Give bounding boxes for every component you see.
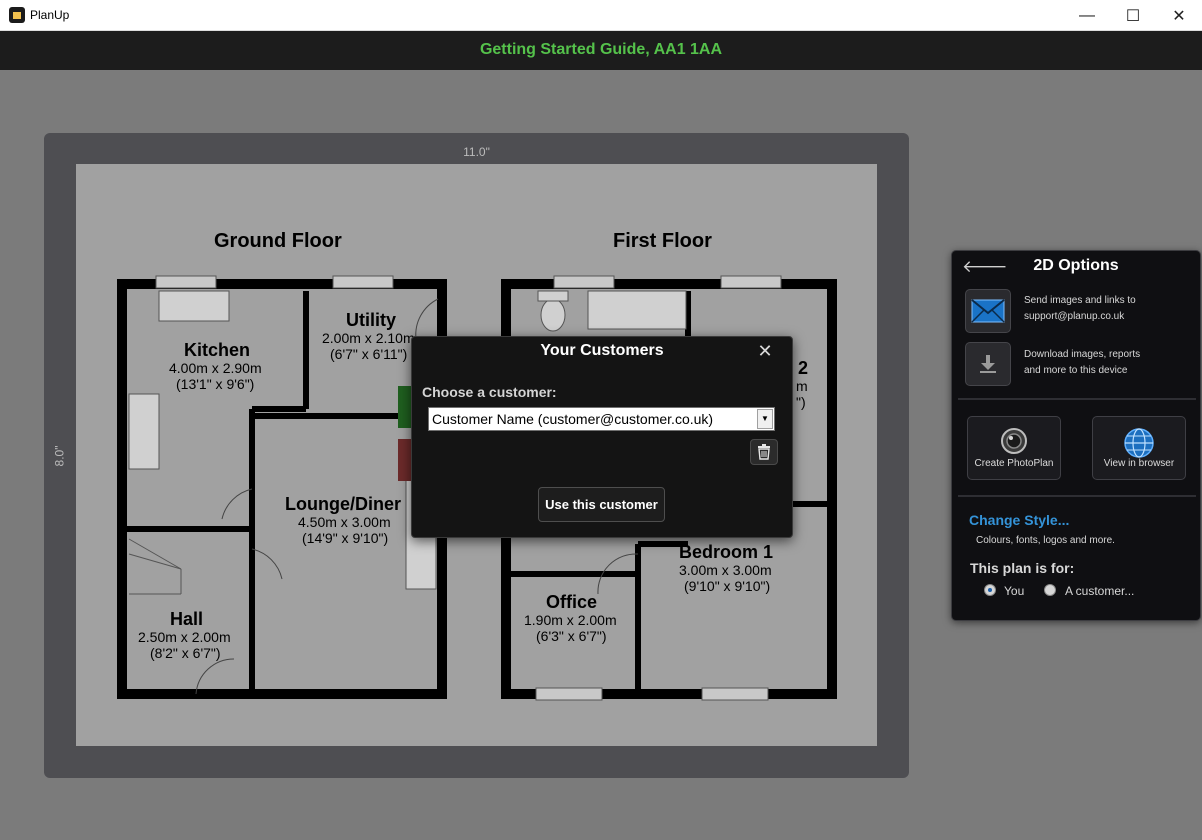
envelope-icon [971, 299, 1005, 323]
choose-customer-label: Choose a customer: [422, 384, 557, 400]
room-kitchen-imperial: (13'1" x 9'6") [176, 376, 255, 392]
window-title: PlanUp [30, 8, 70, 22]
room-office-imperial: (6'3" x 6'7") [536, 628, 607, 644]
change-style-link[interactable]: Change Style... [969, 512, 1070, 528]
close-window-button[interactable]: ✕ [1172, 7, 1186, 25]
room-utility-name: Utility [346, 310, 397, 330]
room-bedroom1-metric: 3.00m x 3.00m [679, 562, 772, 578]
customers-dialog: Your Customers ✕ Choose a customer: Cust… [411, 336, 793, 538]
room-bedroom2-metric: m [796, 378, 808, 394]
panel-title: 2D Options [1033, 257, 1119, 274]
minimize-button[interactable]: — [1079, 6, 1095, 24]
room-hall-imperial: (8'2" x 6'7") [150, 645, 221, 661]
download-button[interactable] [965, 342, 1011, 386]
download-text: Download images, reports and more to thi… [1024, 349, 1141, 376]
change-style-description: Colours, fonts, logos and more. [976, 535, 1115, 546]
room-utility-imperial: (6'7" x 6'11") [330, 346, 408, 362]
room-bedroom1-imperial: (9'10" x 9'10") [684, 578, 771, 594]
create-photoplan-label: Create PhotoPlan [974, 458, 1054, 469]
room-kitchen-metric: 4.00m x 2.90m [169, 360, 262, 376]
download-icon [980, 355, 996, 373]
use-this-customer-button[interactable]: Use this customer [538, 487, 665, 522]
room-bedroom2-imperial: ") [796, 394, 806, 410]
window-titlebar: PlanUp — ☐ ✕ [0, 0, 1202, 31]
room-bedroom1-name: Bedroom 1 [679, 542, 774, 562]
delete-customer-button[interactable] [750, 439, 778, 465]
room-hall-name: Hall [170, 609, 204, 629]
back-arrow-icon[interactable]: 🡐 [962, 257, 1008, 276]
options-panel: 🡐 2D Options Send images and links to su… [951, 250, 1201, 621]
room-office-metric: 1.90m x 2.00m [524, 612, 617, 628]
room-hall-metric: 2.50m x 2.00m [138, 629, 231, 645]
app-logo-icon [9, 7, 25, 23]
divider [958, 398, 1196, 400]
create-photoplan-button[interactable]: Create PhotoPlan [967, 416, 1061, 480]
maximize-button[interactable]: ☐ [1125, 7, 1141, 25]
dialog-title: Your Customers [540, 342, 664, 359]
view-in-browser-label: View in browser [1103, 458, 1175, 469]
trash-icon [758, 444, 770, 460]
radio-customer-label[interactable]: A customer... [1065, 584, 1135, 598]
radio-customer[interactable] [1044, 584, 1056, 596]
page-width-label: 11.0" [463, 145, 490, 159]
camera-lens-icon [1001, 428, 1027, 454]
divider [958, 495, 1196, 497]
radio-you-label[interactable]: You [1004, 584, 1025, 598]
room-lounge-metric: 4.50m x 3.00m [298, 514, 391, 530]
room-kitchen-name: Kitchen [184, 340, 251, 360]
page-height-label: 8.0" [52, 445, 67, 467]
customer-select[interactable]: Customer Name (customer@customer.co.uk) … [428, 407, 775, 431]
radio-you[interactable] [984, 584, 996, 596]
floor-plan-drawing [117, 275, 837, 701]
room-lounge-name: Lounge/Diner [285, 494, 401, 514]
plan-for-label: This plan is for: [970, 560, 1075, 576]
app-header: Getting Started Guide, AA1 1AA [0, 31, 1202, 70]
send-images-text: Send images and links to support@planup.… [1024, 295, 1136, 322]
first-floor-title: First Floor [613, 230, 712, 252]
view-in-browser-button[interactable]: View in browser [1092, 416, 1186, 480]
room-lounge-imperial: (14'9" x 9'10") [302, 530, 389, 546]
send-email-button[interactable] [965, 289, 1011, 333]
customer-select-value: Customer Name (customer@customer.co.uk) [432, 411, 714, 427]
room-office-name: Office [546, 592, 598, 612]
chevron-down-icon[interactable]: ▼ [757, 409, 773, 429]
globe-icon [1124, 428, 1154, 458]
room-utility-metric: 2.00m x 2.10m [322, 330, 415, 346]
ground-floor-title: Ground Floor [214, 230, 342, 252]
room-bedroom2-name: 2 [798, 358, 809, 378]
close-icon[interactable]: ✕ [757, 341, 773, 361]
page-title: Getting Started Guide, AA1 1AA [479, 41, 723, 58]
